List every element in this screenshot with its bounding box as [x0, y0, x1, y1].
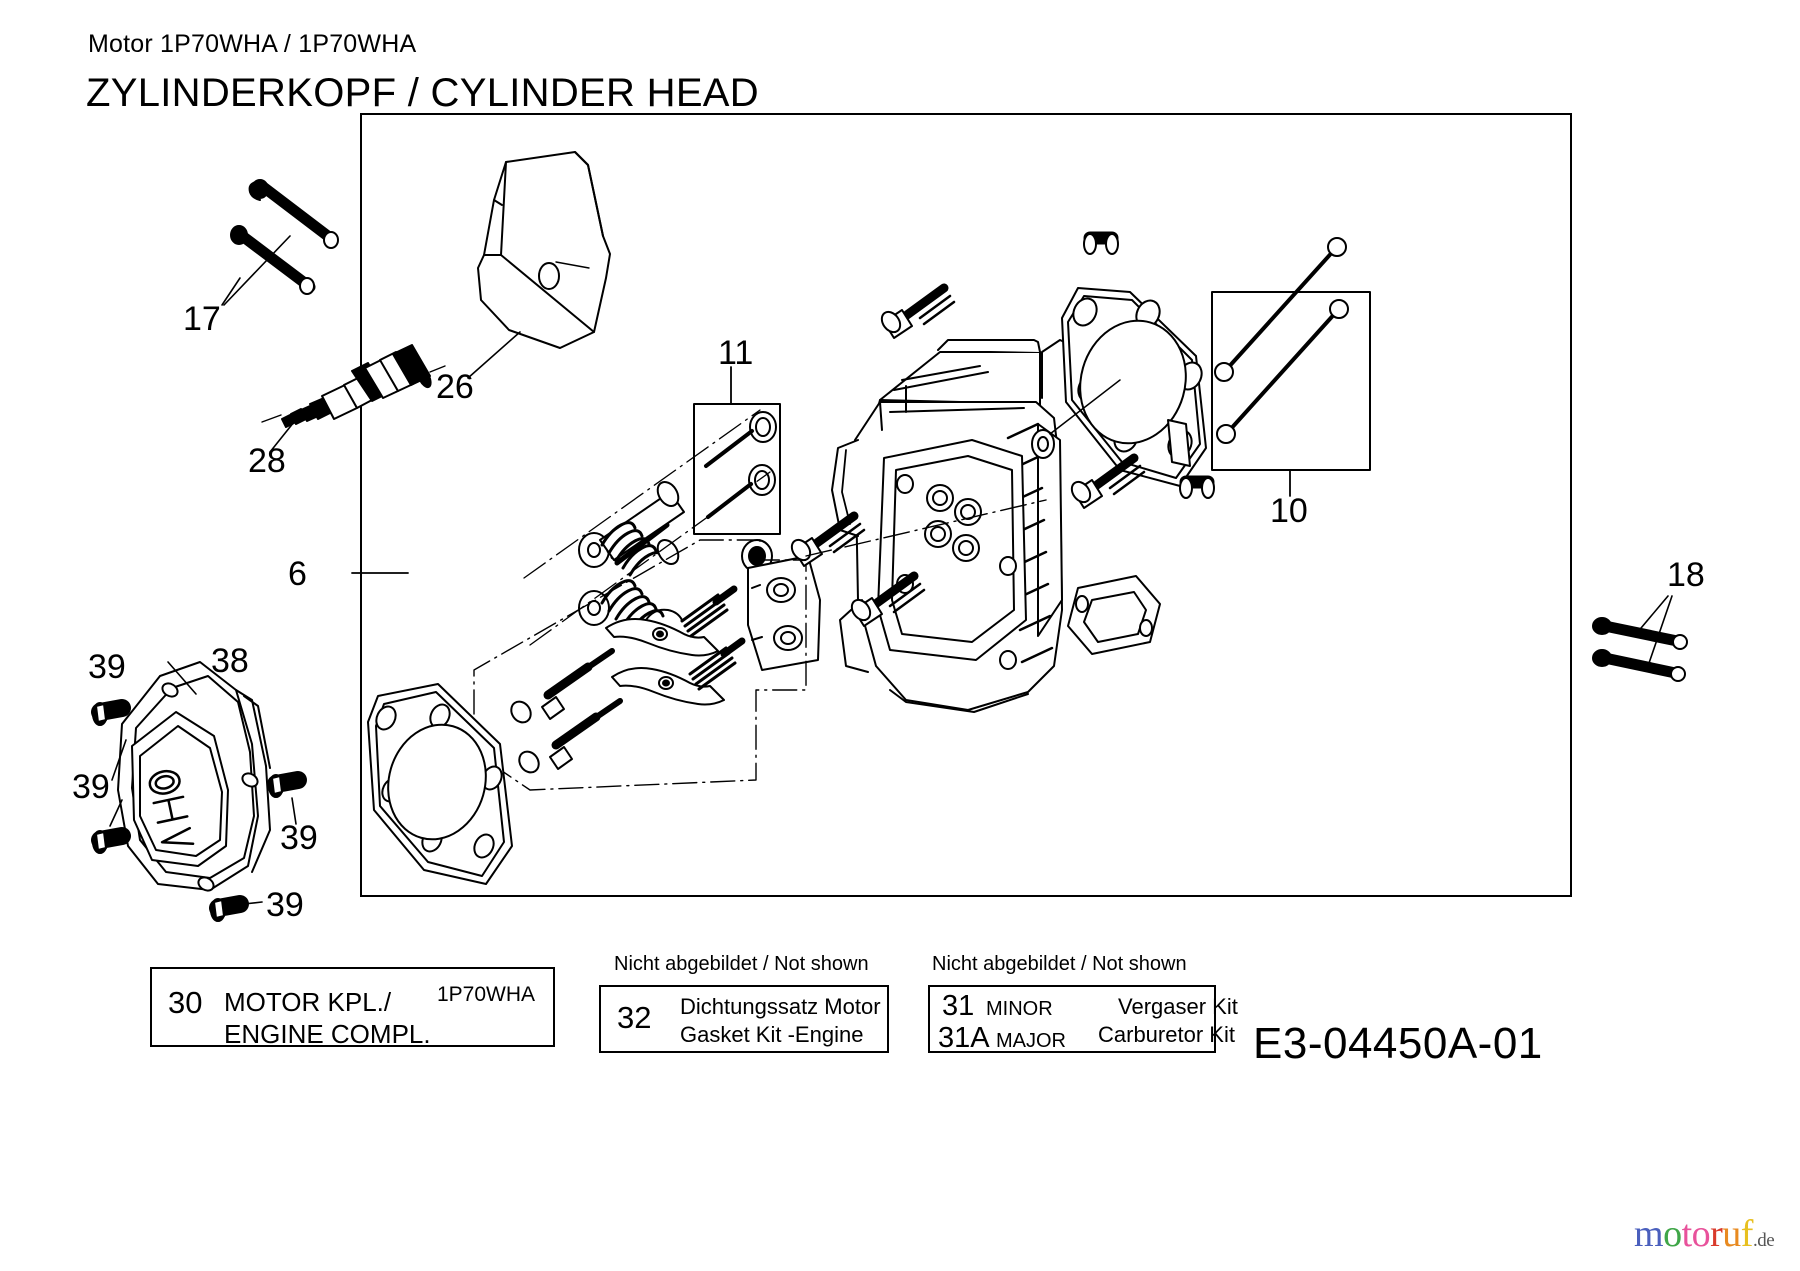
head-bolts — [790, 283, 1146, 627]
callout-18: 18 — [1667, 556, 1705, 594]
logo-letter-u: u — [1722, 1213, 1741, 1255]
callout-28: 28 — [248, 442, 286, 480]
callout-39-bottom: 39 — [266, 886, 304, 924]
intake-gasket — [1067, 575, 1161, 655]
callout-10: 10 — [1270, 492, 1308, 530]
logo-letter-r: r — [1710, 1213, 1723, 1255]
legend-engine-number: 30 — [168, 985, 203, 1020]
legend-carb-row1-number: 31 — [942, 990, 975, 1022]
legend-gasket-line2: Gasket Kit -Engine — [680, 1022, 864, 1047]
legend-carb-row1-grade: MINOR — [986, 998, 1053, 1020]
part-26-baffle — [467, 151, 611, 379]
guide-bolts — [510, 648, 623, 774]
head-gasket — [1049, 287, 1207, 487]
logo-letter-o1: o — [1663, 1213, 1682, 1255]
legend-gasket-number: 32 — [617, 1000, 652, 1035]
bolt-39-bottom — [209, 895, 263, 922]
legend-gasket-box — [599, 985, 889, 1053]
legend-carb-row2-number: 31A — [938, 1022, 990, 1054]
callout-39-top-left: 39 — [88, 648, 126, 686]
callout-26: 26 — [436, 368, 474, 406]
document-id: E3-04450A-01 — [1253, 1019, 1543, 1068]
legend-carb-caption: Nicht abgebildet / Not shown — [932, 953, 1187, 975]
rocker-bracket — [747, 555, 821, 671]
logo-letter-m: m — [1634, 1213, 1664, 1255]
legend-gasket-caption: Nicht abgebildet / Not shown — [614, 953, 869, 975]
logo-letter-t: t — [1681, 1213, 1693, 1255]
part-39-cover-bolts — [91, 699, 307, 922]
rocker-arm-assembly — [605, 585, 746, 706]
legend-engine-code: 1P70WHA — [437, 983, 536, 1006]
cylinder-head-casting — [831, 339, 1087, 713]
page-subtitle: Motor 1P70WHA / 1P70WHA — [88, 30, 417, 58]
lower-head-gasket — [367, 683, 513, 885]
part-17-rods — [221, 179, 339, 306]
dowel-pins — [1083, 231, 1215, 499]
legend-engine-box — [150, 967, 555, 1047]
callout-11: 11 — [718, 334, 754, 372]
logo-letter-o2: o — [1691, 1213, 1711, 1255]
callout-38: 38 — [211, 642, 249, 680]
motoruf-logo: motoruf.de — [1634, 1212, 1775, 1256]
legend-carb-line1: Vergaser Kit — [1118, 994, 1238, 1019]
bolt-39-bottom-left — [91, 799, 131, 854]
callout-39-right: 39 — [280, 819, 318, 857]
callout-17: 17 — [183, 300, 221, 338]
main-diagram-frame — [360, 113, 1572, 897]
logo-suffix-de: .de — [1752, 1230, 1775, 1251]
page-title: ZYLINDERKOPF / CYLINDER HEAD — [86, 71, 759, 115]
logo-letter-f: f — [1740, 1213, 1754, 1255]
part-28-spark-plug — [261, 344, 446, 453]
part-18-rods — [1592, 595, 1688, 682]
legend-engine-line1: MOTOR KPL./ — [224, 987, 392, 1017]
legend-engine-line2: ENGINE COMPL. — [224, 1019, 431, 1049]
assembly-centerline — [805, 499, 1047, 557]
legend-gasket-line1: Dichtungssatz Motor — [680, 994, 881, 1019]
bolt-39-top-left — [91, 699, 131, 781]
part-11-valves — [693, 366, 781, 535]
callout-39-bottom-left: 39 — [72, 768, 110, 806]
part-38-valve-cover — [117, 661, 271, 892]
bolt-39-right — [267, 771, 307, 825]
callout-6: 6 — [288, 555, 307, 593]
legend-carb-line2: Carburetor Kit — [1098, 1022, 1235, 1047]
part-10-pushrods — [1211, 237, 1371, 497]
legend-carb-box — [928, 985, 1216, 1053]
legend-carb-row2-grade: MAJOR — [996, 1030, 1066, 1052]
